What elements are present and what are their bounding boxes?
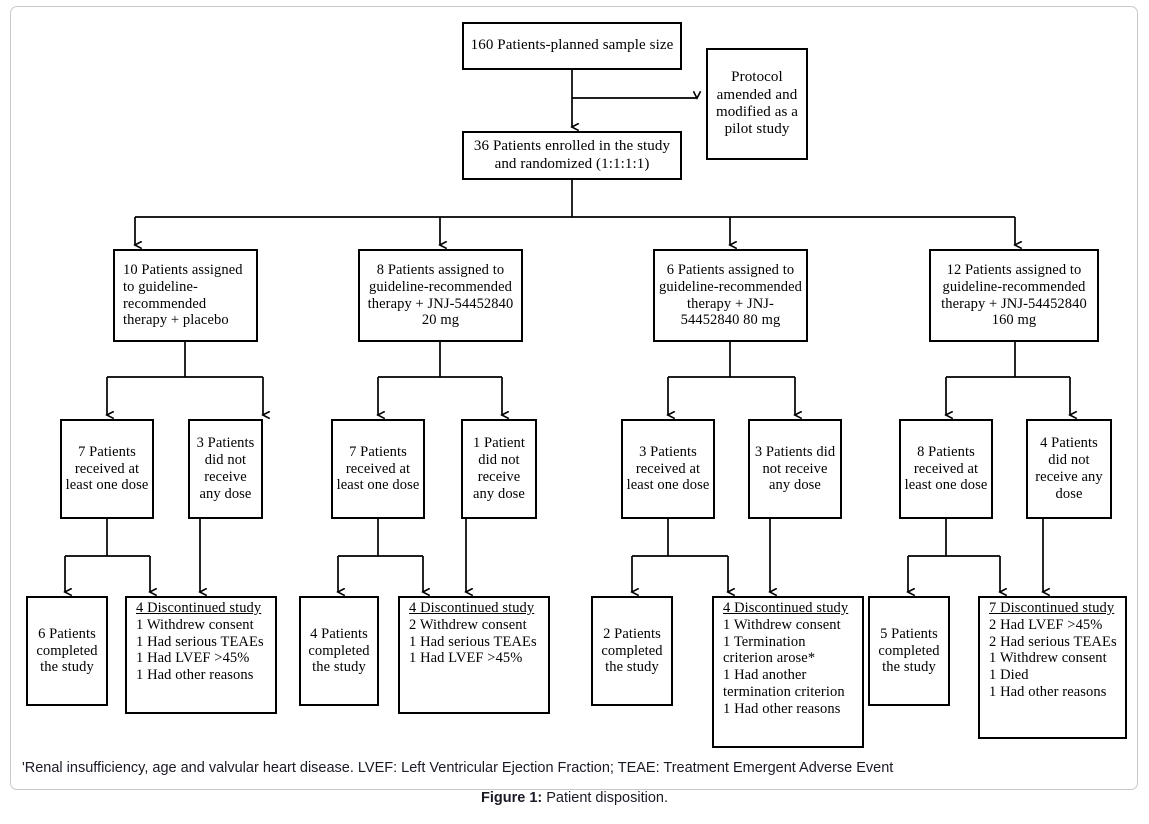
node-arm-placebo-not-dosed-label: 3 Patients did not receive any dose (196, 435, 255, 502)
node-arm-80mg-not-dosed: 3 Patients did not receive any dose (748, 419, 842, 519)
disc-item: 1 Had serious TEAEs (409, 633, 537, 650)
disc-header: 4 Discontinued study (723, 600, 849, 616)
node-arm-160mg-not-dosed-label: 4 Patients did not receive any dose (1035, 435, 1103, 502)
node-arm-placebo-dosed-label: 7 Patients received at least one dose (65, 443, 149, 494)
figure-caption-label: Figure 1: (481, 790, 543, 806)
node-arm-80mg-discontinued: 4 Discontinued study 1 Withdrew consent … (712, 596, 864, 748)
node-enrolled-label: 36 Patients enrolled in the study and ra… (473, 138, 671, 172)
disc-header: 7 Discontinued study (989, 600, 1115, 616)
disc-item: 1 Termination criterion arose* (723, 633, 816, 667)
node-arm-160mg-assigned: 12 Patients assigned to guideline-recomm… (929, 249, 1099, 342)
disc-item: 1 Had another termination criterion (723, 667, 845, 701)
disc-item: 2 Withdrew consent (409, 616, 527, 633)
node-arm-80mg-completed: 2 Patients completed the study (591, 596, 673, 706)
node-arm-80mg-dosed: 3 Patients received at least one dose (621, 419, 715, 519)
node-arm-160mg-assigned-label: 12 Patients assigned to guideline-recomm… (941, 261, 1087, 329)
node-arm-placebo-discontinued: 4 Discontinued study 1 Withdrew consent … (125, 596, 277, 714)
node-arm-160mg-discontinued: 7 Discontinued study 2 Had LVEF >45% 2 H… (978, 596, 1127, 739)
node-arm-160mg-not-dosed: 4 Patients did not receive any dose (1026, 419, 1112, 519)
node-arm-20mg-not-dosed: 1 Patient did not receive any dose (461, 419, 537, 519)
figure-caption: Figure 1: Patient disposition. (0, 790, 1149, 806)
node-arm-80mg-dosed-label: 3 Patients received at least one dose (626, 443, 710, 494)
disc-item: 1 Withdrew consent (136, 616, 254, 633)
node-arm-20mg-dosed: 7 Patients received at least one dose (331, 419, 425, 519)
node-arm-20mg-discontinued: 4 Discontinued study 2 Withdrew consent … (398, 596, 550, 714)
node-arm-80mg-assigned-label: 6 Patients assigned to guideline-recomme… (658, 261, 802, 329)
disc-item: 2 Had LVEF >45% (989, 616, 1103, 633)
disc-item: 1 Died (989, 667, 1029, 684)
node-arm-160mg-completed-label: 5 Patients completed the study (878, 625, 940, 676)
node-arm-20mg-completed-label: 4 Patients completed the study (308, 625, 370, 676)
node-arm-20mg-assigned: 8 Patients assigned to guideline-recomme… (358, 249, 523, 342)
node-arm-20mg-completed: 4 Patients completed the study (299, 596, 379, 706)
node-arm-20mg-not-dosed-label: 1 Patient did not receive any dose (472, 435, 526, 502)
disc-header: 4 Discontinued study (136, 600, 262, 616)
node-arm-20mg-dosed-label: 7 Patients received at least one dose (336, 443, 420, 494)
node-arm-placebo-assigned: 10 Patients assigned to guideline-recomm… (113, 249, 258, 342)
node-arm-placebo-not-dosed: 3 Patients did not receive any dose (188, 419, 263, 519)
disc-item: 1 Had other reasons (136, 667, 254, 684)
disc-item: 1 Withdrew consent (989, 650, 1107, 667)
node-arm-placebo-completed: 6 Patients completed the study (26, 596, 108, 706)
node-planned-sample-label: 160 Patients-planned sample size (470, 37, 674, 54)
disc-item: 1 Had other reasons (989, 684, 1107, 701)
disc-item: 1 Had LVEF >45% (409, 650, 523, 667)
node-arm-160mg-completed: 5 Patients completed the study (868, 596, 950, 706)
node-enrolled: 36 Patients enrolled in the study and ra… (462, 131, 682, 180)
node-planned-sample: 160 Patients-planned sample size (462, 22, 682, 70)
node-arm-80mg-assigned: 6 Patients assigned to guideline-recomme… (653, 249, 808, 342)
disc-item: 1 Had LVEF >45% (136, 650, 250, 667)
node-protocol-amended-label: Protocol amended and modified as a pilot… (715, 69, 799, 138)
node-arm-80mg-completed-label: 2 Patients completed the study (601, 625, 663, 676)
node-arm-160mg-dosed: 8 Patients received at least one dose (899, 419, 993, 519)
disc-header: 4 Discontinued study (409, 600, 535, 616)
node-arm-placebo-dosed: 7 Patients received at least one dose (60, 419, 154, 519)
node-arm-80mg-not-dosed-label: 3 Patients did not receive any dose (754, 443, 836, 494)
disc-item: 1 Had other reasons (723, 700, 841, 717)
disc-item: 2 Had serious TEAEs (989, 633, 1117, 650)
disc-item: 1 Had serious TEAEs (136, 633, 264, 650)
node-arm-20mg-assigned-label: 8 Patients assigned to guideline-recomme… (367, 261, 514, 329)
node-arm-160mg-dosed-label: 8 Patients received at least one dose (904, 443, 988, 494)
node-arm-placebo-assigned-label: 10 Patients assigned to guideline-recomm… (123, 261, 243, 329)
node-arm-placebo-completed-label: 6 Patients completed the study (36, 625, 98, 676)
node-protocol-amended: Protocol amended and modified as a pilot… (706, 48, 808, 160)
figure-caption-text: Patient disposition. (542, 790, 668, 806)
figure-footnote: 'Renal insufficiency, age and valvular h… (22, 760, 894, 776)
disc-item: 1 Withdrew consent (723, 616, 841, 633)
